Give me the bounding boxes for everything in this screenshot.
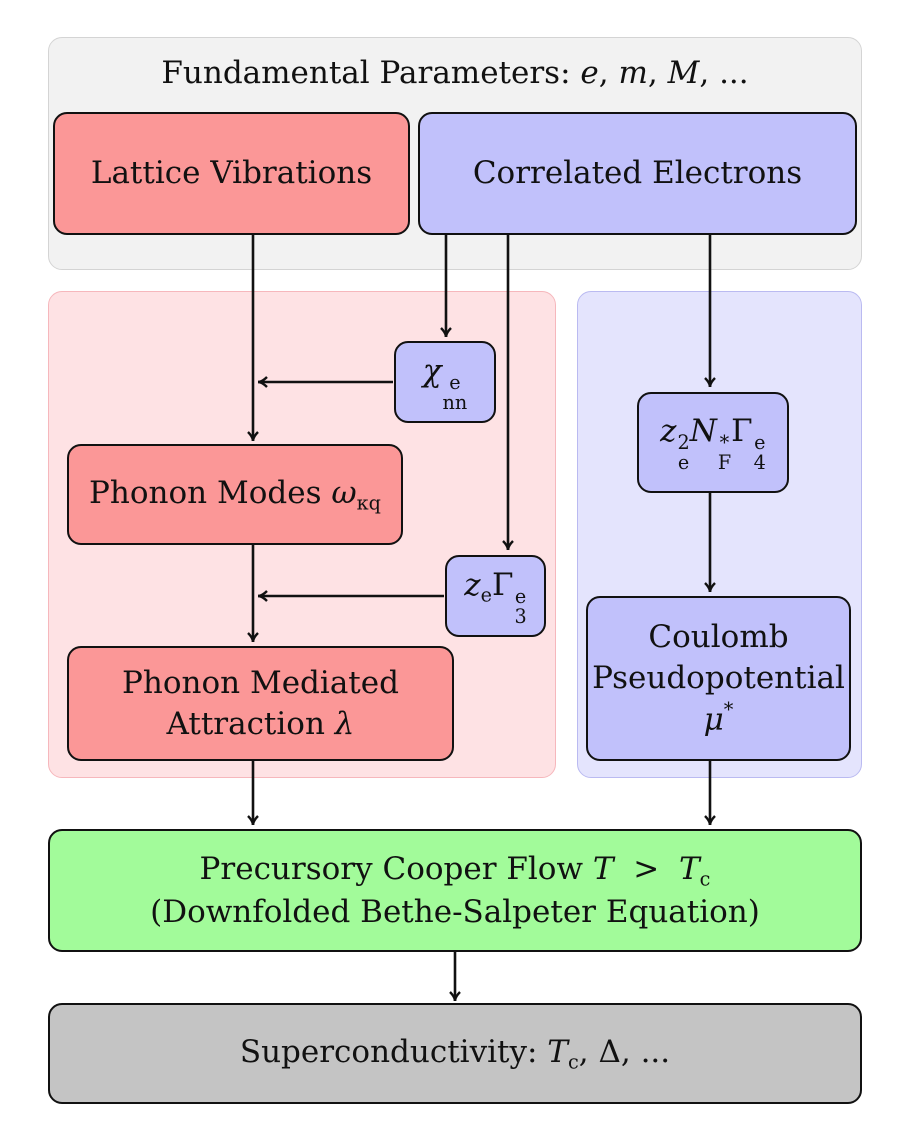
symbol-e: e (580, 55, 599, 91)
z3-g-sub: 3 (514, 604, 527, 628)
z3-z: z (464, 566, 481, 603)
phonon-modes-text: Phonon Modes ωκq (89, 473, 381, 517)
cooper-gt: > (633, 850, 660, 887)
coulomb-text: Coulomb Pseudopotential μ* (592, 617, 845, 739)
phonon-attraction-text: Phonon Mediated Attraction λ (122, 663, 399, 744)
superconductivity-Tc: T (547, 1033, 568, 1070)
z4-n-sub: F (717, 451, 732, 475)
cooper-Tc-sub: c (699, 867, 711, 891)
chi-sup: e (449, 370, 461, 394)
phonon-attraction-node: Phonon Mediated Attraction λ (67, 646, 454, 761)
symbol-M: M (667, 55, 700, 91)
correlated-electrons-label: Correlated Electrons (472, 155, 803, 192)
z4-z: z (660, 413, 677, 450)
coulomb-pseudopotential-node: Coulomb Pseudopotential μ* (586, 596, 851, 761)
fundamental-parameters-title: Fundamental Parameters: e, m, M, ... (161, 55, 749, 91)
chi-sub: nn (442, 390, 468, 414)
z4-gamma: Γ (731, 413, 753, 450)
z4-g-sup: e (754, 431, 766, 455)
cooper-T: T (592, 850, 614, 887)
cooper-line2: (Downfolded Bethe-Salpeter Equation) (150, 894, 760, 931)
lattice-vibrations-node: Lattice Vibrations (53, 112, 410, 235)
z4-g-sub: 4 (753, 451, 766, 475)
phonon-modes-label: Phonon Modes (89, 474, 322, 511)
z4-n: N (689, 413, 717, 450)
cooper-flow-text: Precursory Cooper Flow T > Tc (Downfolde… (150, 849, 760, 933)
symbol-m: m (618, 55, 648, 91)
phonon-attraction-line2: Attraction (166, 705, 325, 742)
chi-symbol: χ (422, 352, 442, 389)
omega-sub: κq (356, 491, 381, 515)
correlated-electrons-node: Correlated Electrons (418, 112, 857, 235)
z4-z-sub: e (677, 451, 690, 475)
superconductivity-label: Superconductivity: (239, 1033, 538, 1070)
fundamental-parameters-label: Fundamental Parameters: (161, 55, 571, 91)
z3-g-sup: e (514, 584, 527, 608)
superconductivity-Tc-sub: c (567, 1050, 579, 1074)
lattice-vibrations-label: Lattice Vibrations (90, 155, 373, 192)
phonon-modes-node: Phonon Modes ωκq (67, 444, 403, 545)
z3-z-sub: e (480, 583, 492, 607)
phonon-attraction-line1: Phonon Mediated (122, 665, 399, 702)
cooper-line1: Precursory Cooper Flow (199, 850, 584, 887)
lambda-symbol: λ (334, 705, 355, 742)
mu-symbol: μ (703, 701, 724, 738)
omega-symbol: ω (331, 474, 357, 511)
superconductivity-text: Superconductivity: Tc, Δ, ... (239, 1033, 671, 1074)
superconductivity-node: Superconductivity: Tc, Δ, ... (48, 1003, 862, 1104)
z4-z-sup: 2 (677, 431, 690, 455)
z4-n-sup: * (719, 431, 730, 455)
z3-gamma: Γ (491, 566, 514, 603)
mu-sup: * (723, 697, 734, 721)
fundamental-ellipsis: ... (719, 55, 749, 91)
cooper-Tc: T (678, 850, 700, 887)
superconductivity-ellipsis: ... (640, 1033, 671, 1070)
cooper-flow-node: Precursory Cooper Flow T > Tc (Downfolde… (48, 829, 862, 952)
coulomb-line1: Coulomb (648, 619, 789, 656)
coulomb-line2: Pseudopotential (592, 659, 845, 696)
delta-symbol: Δ (598, 1033, 621, 1070)
